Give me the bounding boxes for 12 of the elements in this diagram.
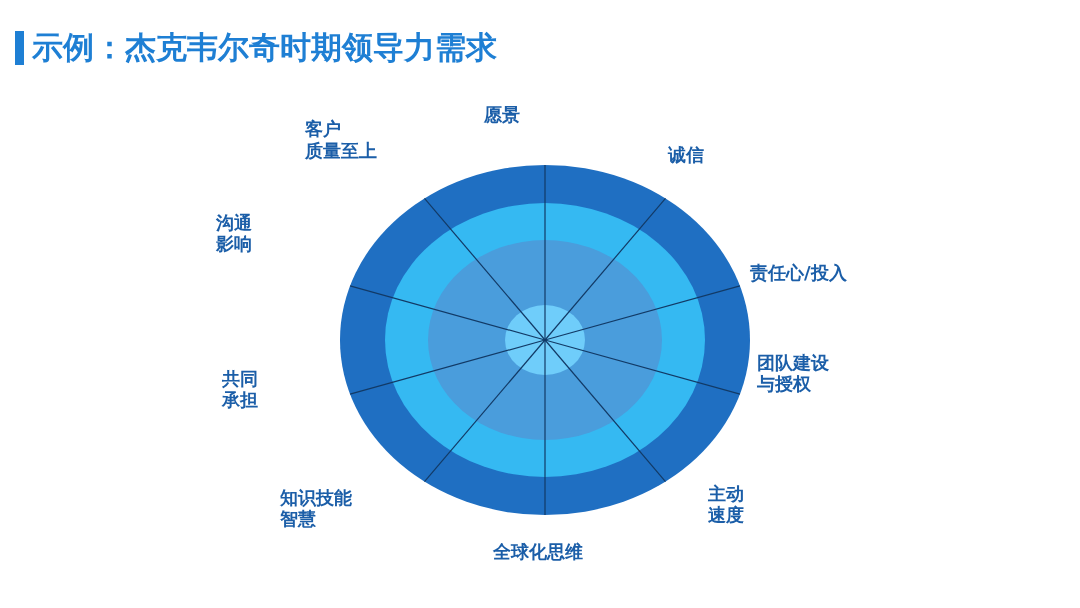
segment-label: 团队建设与授权 — [757, 352, 830, 394]
title: 示例：杰克韦尔奇时期领导力需求 — [32, 28, 497, 66]
segment-label: 客户 — [305, 118, 341, 139]
segment-label: 共同承担 — [222, 368, 259, 410]
segment-label: 诚信 — [668, 144, 704, 165]
segment-label: 愿景 — [484, 104, 520, 125]
segment-label: 主动速度 — [708, 483, 745, 525]
segment-label: 质量至上 — [305, 140, 377, 161]
segment-label: 全球化思维 — [493, 541, 583, 562]
segment-label: 知识技能智慧 — [280, 487, 353, 529]
segment-label: 沟通影响 — [216, 212, 253, 254]
segment-label: 责任心/投入 — [750, 262, 847, 283]
